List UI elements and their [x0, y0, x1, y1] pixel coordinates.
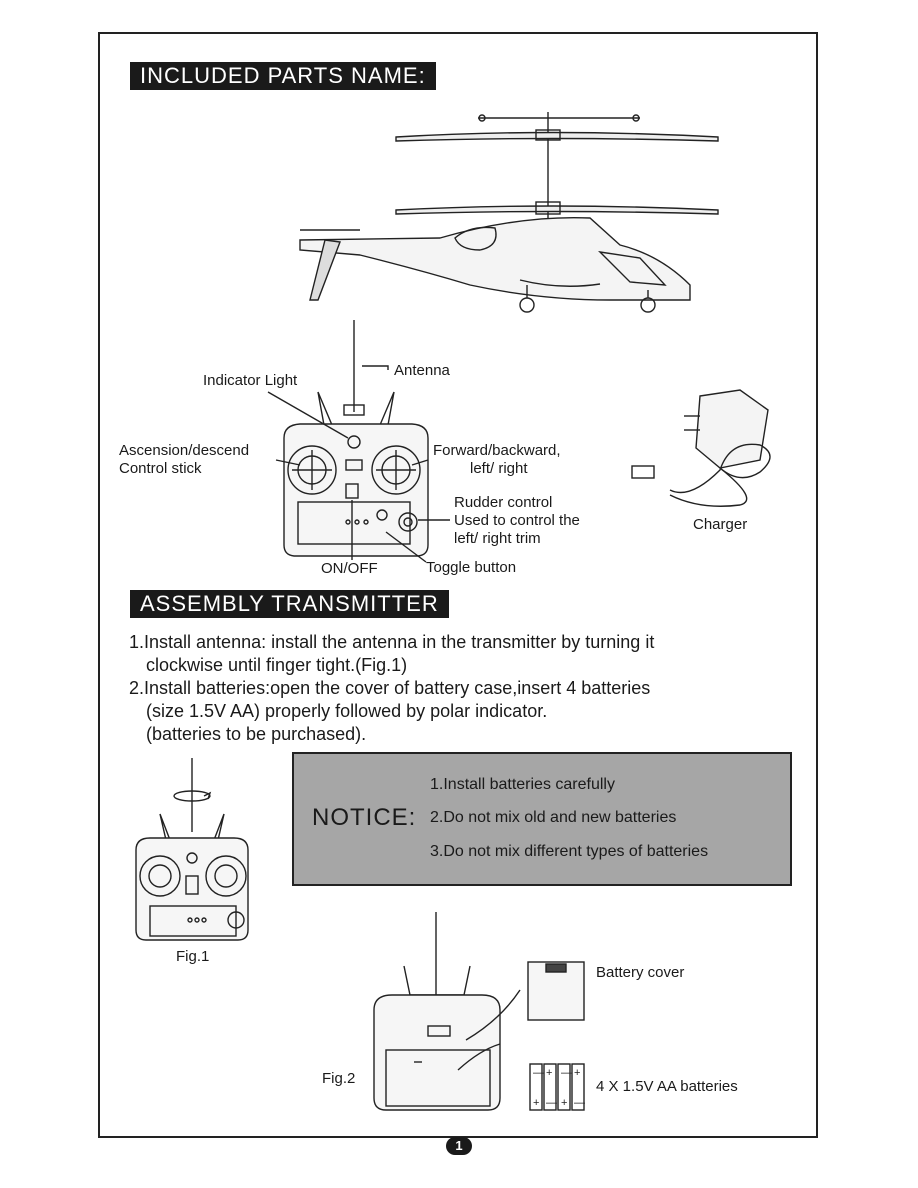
step1-line1: 1.Install antenna: install the antenna i…: [129, 632, 655, 652]
svg-text:+: +: [574, 1067, 580, 1079]
notice-item-2: 2.Do not mix old and new batteries: [430, 809, 677, 826]
step1-line2: clockwise until finger tight.(Fig.1): [146, 655, 408, 675]
parts-section-title: INCLUDED PARTS NAME:: [130, 62, 436, 90]
charger-illustration: [631, 389, 771, 507]
assembly-section-title: ASSEMBLY TRANSMITTER: [130, 590, 449, 618]
page-number: 1: [446, 1137, 472, 1155]
step2-line3: (batteries to be purchased).: [146, 724, 367, 744]
fig2-transmitter: [373, 912, 521, 1111]
svg-text:—: —: [546, 1097, 557, 1109]
batteries-illustration: — + — + + — + —: [529, 1063, 585, 1111]
label-ascension-line1: Ascension/descend: [119, 442, 250, 459]
helicopter-illustration: [299, 112, 719, 313]
svg-text:—: —: [561, 1067, 572, 1079]
fig2-caption: Fig.2: [322, 1070, 356, 1087]
label-indicator-light: Indicator Light: [203, 372, 298, 389]
label-toggle-button: Toggle button: [426, 559, 517, 576]
label-on-off: ON/OFF: [321, 560, 378, 577]
notice-item-1: 1.Install batteries carefully: [430, 776, 615, 793]
step2-line2: (size 1.5V AA) properly followed by pola…: [146, 701, 548, 721]
label-forward-line2: left/ right: [470, 460, 528, 477]
svg-text:—: —: [533, 1067, 544, 1079]
battery-cover-illustration: [527, 961, 585, 1021]
label-ascension-line2: Control stick: [119, 460, 202, 477]
svg-text:+: +: [546, 1067, 552, 1079]
step2-line1: 2.Install batteries:open the cover of ba…: [129, 678, 651, 698]
svg-text:+: +: [533, 1097, 539, 1109]
label-forward-line1: Forward/backward,: [433, 442, 561, 459]
label-batteries: 4 X 1.5V AA batteries: [596, 1078, 738, 1095]
svg-text:+: +: [561, 1097, 567, 1109]
transmitter-illustration: [283, 320, 429, 557]
svg-text:—: —: [574, 1097, 585, 1109]
fig1-transmitter: [135, 758, 249, 941]
notice-item-3: 3.Do not mix different types of batterie…: [430, 843, 709, 860]
notice-title: NOTICE:: [312, 804, 417, 831]
label-charger: Charger: [693, 516, 748, 533]
label-rudder-line1: Rudder control: [454, 494, 553, 511]
label-rudder-line3: left/ right trim: [454, 530, 541, 547]
label-rudder-line2: Used to control the: [454, 512, 580, 529]
label-antenna: Antenna: [394, 362, 450, 379]
fig1-caption: Fig.1: [176, 948, 210, 965]
label-battery-cover: Battery cover: [596, 964, 685, 981]
notice-box: NOTICE: 1.Install batteries carefully 2.…: [292, 752, 792, 886]
